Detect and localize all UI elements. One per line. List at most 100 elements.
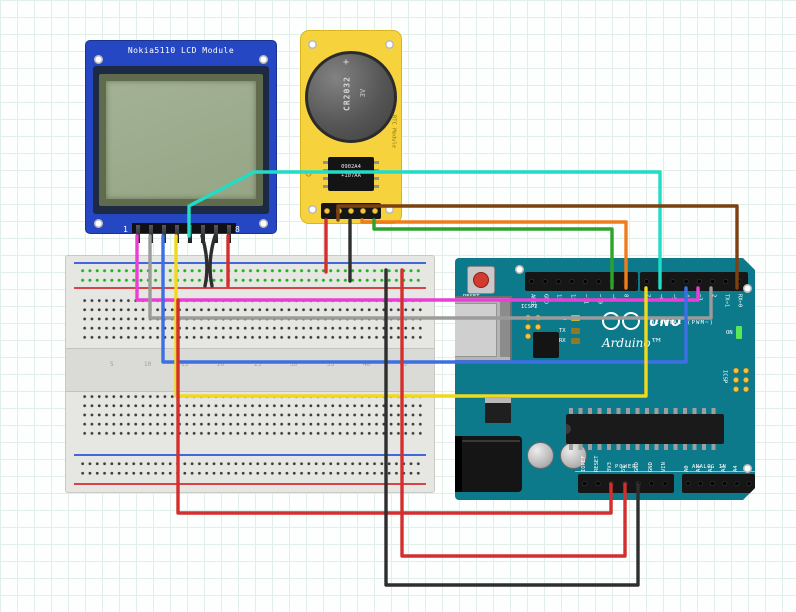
reset-button[interactable]	[473, 272, 489, 288]
mcu-legs-bottom	[569, 444, 721, 450]
lcd-pin8-label: 8	[235, 225, 240, 234]
column-number: 25	[254, 361, 262, 368]
breadboard-grid-upper[interactable]	[81, 296, 423, 342]
pin-label-3v3: 3V3	[607, 462, 613, 472]
lcd-module[interactable]: Nokia5110 LCD Module 1 8	[85, 40, 277, 243]
lcd-pin1-label: 1	[123, 225, 128, 234]
breadboard-top-negative-rail	[74, 262, 426, 264]
chip-leg	[323, 161, 328, 164]
lcd-pin[interactable]	[136, 225, 140, 243]
pin-label-13: 13	[555, 294, 562, 301]
breadboard-bottom-positive-rail	[74, 483, 426, 485]
pin-label-a4: A4	[733, 465, 739, 472]
mounting-hole	[385, 40, 394, 49]
pin-label-reset: RESET	[594, 455, 600, 472]
column-number: 15	[181, 361, 189, 368]
lcd-pin[interactable]	[214, 225, 218, 243]
column-number: 35	[327, 361, 335, 368]
lcd-pin[interactable]	[227, 225, 231, 243]
pin-label-5: ~5	[670, 294, 677, 301]
capacitor	[527, 442, 554, 469]
power-label: POWER	[615, 464, 637, 470]
breadboard[interactable]: 5 10 15 20 25 30 35 40 45	[65, 255, 435, 493]
rtc-pin-header[interactable]	[321, 203, 381, 219]
power-jack-highlight	[462, 440, 520, 442]
coin-cell-battery	[305, 51, 397, 143]
battery-model: CR2032	[342, 76, 352, 111]
breadboard-bottom-bus-holes[interactable]	[79, 459, 423, 478]
pin-label-gnd: GND	[542, 294, 549, 304]
breadboard-grid-lower[interactable]	[81, 392, 423, 438]
lcd-pin[interactable]	[162, 225, 166, 243]
led-rx-label: RX	[559, 338, 566, 344]
arduino-logo-icon	[602, 312, 620, 330]
mounting-hole	[308, 40, 317, 49]
lcd-title: Nokia5110 LCD Module	[127, 46, 235, 55]
mounting-hole	[94, 55, 103, 64]
arduino-uno[interactable]: RESET AREF GND 13 12 ~11 ~10 ~9 8 7 ~6 ~…	[455, 258, 755, 500]
digital-header-left[interactable]	[525, 272, 638, 291]
power-jack-opening	[455, 436, 462, 492]
chip-leg	[374, 185, 379, 188]
brand-label: Arduino™	[602, 336, 663, 350]
lcd-screen	[106, 81, 256, 199]
mcu-legs-top	[569, 408, 721, 414]
led-on	[736, 326, 742, 339]
pin-label-6: ~6	[657, 294, 664, 301]
breadboard-center-channel	[66, 348, 434, 392]
breadboard-bottom-negative-rail	[74, 454, 426, 456]
pin-label-rx0: RX←0	[736, 294, 743, 308]
led-l	[571, 315, 580, 321]
battery-plus: +	[343, 57, 350, 68]
icsp-header[interactable]	[731, 366, 751, 394]
power-header[interactable]	[578, 474, 674, 493]
pin-label-vin: VIN	[661, 462, 667, 472]
usb-connector-lip	[500, 301, 510, 357]
arduino-logo-icon	[622, 312, 640, 330]
mounting-hole	[743, 284, 752, 293]
led-tx	[571, 328, 580, 334]
voltage-regulator	[485, 403, 511, 423]
icsp-label: ICSP	[721, 370, 728, 384]
breadboard-top-positive-rail	[74, 287, 426, 289]
digital-header-right[interactable]	[640, 272, 748, 291]
pin-label-11: ~11	[582, 294, 589, 304]
lcd-pin[interactable]	[188, 225, 192, 243]
pin-label-2: 2	[710, 294, 717, 298]
column-number: 45	[400, 361, 408, 368]
rtc-chip-line1: 0902A4	[341, 164, 361, 170]
pin-label-9: ~9	[609, 294, 616, 301]
pin-label-7: 7	[644, 294, 651, 298]
rtc-module[interactable]: + CR2032 3V 0902A4 +107AA RTC Module	[300, 30, 402, 224]
rtc-module-label: RTC Module	[390, 115, 397, 149]
silkscreen-line	[575, 471, 755, 472]
mounting-hole	[259, 55, 268, 64]
atmega328-chip	[566, 414, 724, 444]
mounting-hole	[259, 219, 268, 228]
pin-label-12: 12	[569, 294, 576, 301]
on-label: ON	[726, 330, 733, 336]
pin-label-a0: A0	[684, 465, 690, 472]
column-number: 30	[290, 361, 298, 368]
analog-label: ANALOG IN	[692, 464, 727, 470]
mounting-hole	[515, 265, 524, 274]
lcd-pin[interactable]	[201, 225, 205, 243]
led-tx-label: TX	[559, 328, 566, 334]
lcd-pin[interactable]	[149, 225, 153, 243]
column-number: 40	[363, 361, 371, 368]
column-number: 20	[217, 361, 225, 368]
mounting-hole	[308, 205, 317, 214]
lcd-pin[interactable]	[175, 225, 179, 243]
column-number: 5	[110, 361, 114, 368]
usb-connector-top	[455, 303, 497, 357]
breadboard-top-bus-holes[interactable]	[79, 266, 423, 285]
column-number: 10	[144, 361, 152, 368]
pin-label-tx1: TX→1	[723, 294, 730, 308]
chip-leg	[374, 169, 379, 172]
rtc-solder-pad	[304, 169, 313, 178]
battery-voltage: 3V	[359, 88, 368, 98]
rtc-chip-line2: +107AA	[341, 173, 361, 179]
analog-header[interactable]	[682, 474, 755, 493]
model-label: UNO	[649, 315, 682, 329]
